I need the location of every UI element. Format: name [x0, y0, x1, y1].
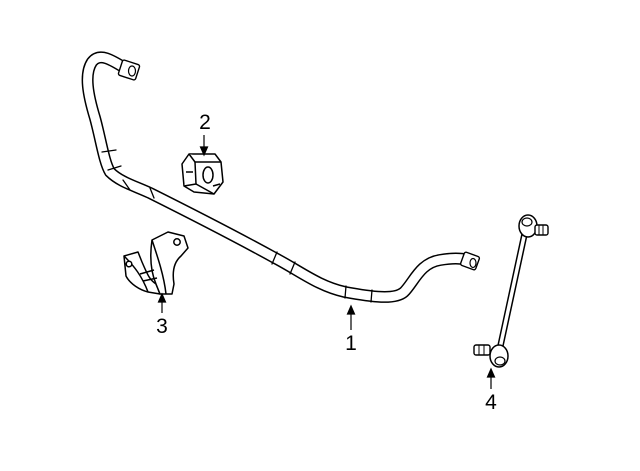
arrowhead-2 [199, 146, 209, 157]
bushing-bracket [123, 231, 189, 295]
stabilizer-bushing [181, 153, 224, 195]
callout-label-3: 3 [156, 315, 168, 338]
arrowhead-1 [346, 304, 356, 315]
callout-label-2: 2 [199, 111, 211, 134]
stabilizer-link [473, 214, 549, 368]
callout-label-1: 1 [345, 332, 357, 355]
arrowhead-3 [157, 292, 167, 303]
arrowhead-4 [486, 367, 496, 378]
callout-arrows [157, 135, 496, 389]
stabilizer-bar [81, 51, 481, 303]
callout-label-4: 4 [485, 391, 497, 414]
